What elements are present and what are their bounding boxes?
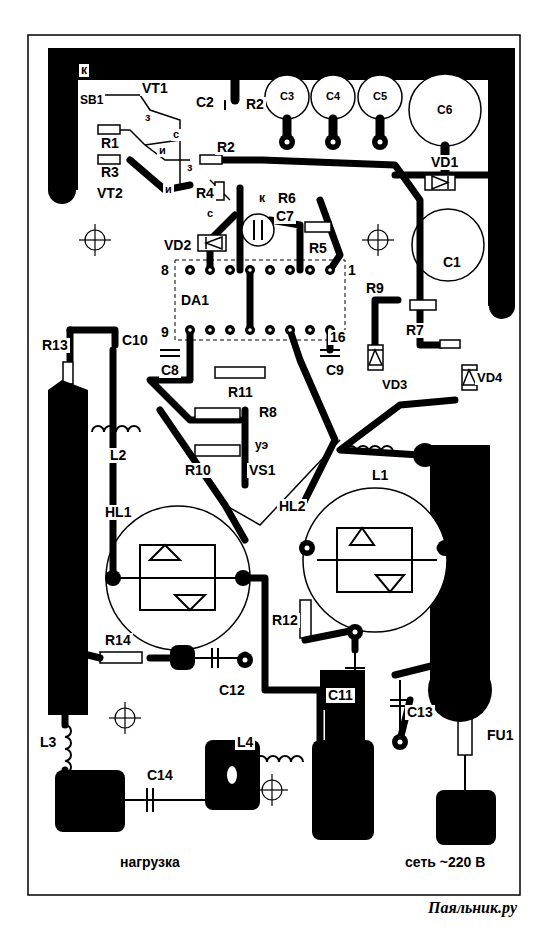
part-label: R11 xyxy=(226,385,255,400)
part-label: C13 xyxy=(405,705,435,720)
terminal-caption: нагрузка xyxy=(118,855,182,870)
part-label: 8 xyxy=(159,263,171,278)
part-label: VS1 xyxy=(247,463,277,478)
part-label: R3 xyxy=(99,165,121,180)
part-label: 16 xyxy=(328,330,348,345)
part-label: C6 xyxy=(435,104,454,117)
part-label: C11 xyxy=(326,688,355,703)
part-label: VT1 xyxy=(140,81,170,96)
part-label: 1 xyxy=(346,263,358,278)
part-label: VT2 xyxy=(95,186,125,201)
part-label: R10 xyxy=(183,463,213,478)
part-label: SB1 xyxy=(78,94,105,107)
part-label: C7 xyxy=(274,209,296,224)
part-label: C10 xyxy=(120,333,150,348)
part-label: з xyxy=(143,112,152,124)
part-label: R9 xyxy=(364,281,386,296)
part-label: с xyxy=(205,208,215,220)
part-label: R5 xyxy=(307,241,329,256)
part-label: R7 xyxy=(404,323,426,338)
part-label: R6 xyxy=(276,191,298,206)
part-label: и xyxy=(163,184,174,196)
terminal-caption: сеть ~220 В xyxy=(403,855,487,870)
part-label: C9 xyxy=(324,363,346,378)
part-label: FU1 xyxy=(485,728,515,743)
part-label: C5 xyxy=(371,91,389,103)
part-label: R14 xyxy=(103,633,133,648)
part-label: C4 xyxy=(324,91,342,103)
part-label: VD4 xyxy=(475,371,504,385)
part-label: VD2 xyxy=(162,238,193,253)
part-label: 9 xyxy=(159,325,171,340)
part-label: L1 xyxy=(370,468,390,483)
part-label: R13 xyxy=(40,338,70,353)
part-label: C3 xyxy=(278,91,296,103)
part-label: к xyxy=(257,192,267,205)
part-label: R12 xyxy=(270,613,300,628)
part-label: HL2 xyxy=(277,499,307,514)
part-label: R2 xyxy=(244,97,266,112)
part-label: R4 xyxy=(194,186,216,201)
part-label: C8 xyxy=(159,363,181,378)
part-label: VD3 xyxy=(380,378,409,392)
part-label: и xyxy=(157,145,168,157)
part-label: R2 xyxy=(215,140,237,155)
part-label: з xyxy=(185,162,194,174)
part-label: R8 xyxy=(257,405,279,420)
part-label: DA1 xyxy=(179,293,211,308)
part-label: к xyxy=(79,64,89,77)
watermark: Паяльник.ру xyxy=(426,900,519,917)
part-label: уэ xyxy=(253,439,270,452)
part-label: C1 xyxy=(441,255,463,270)
part-label: L3 xyxy=(38,735,58,750)
part-label: HL1 xyxy=(103,505,133,520)
part-label: R1 xyxy=(99,136,121,151)
part-label: C14 xyxy=(145,768,175,783)
part-label: VD1 xyxy=(429,155,460,170)
part-label: C12 xyxy=(217,683,247,698)
part-label: C2 xyxy=(194,95,216,110)
part-label: L4 xyxy=(235,735,255,750)
part-label: с xyxy=(171,129,181,141)
part-label: L2 xyxy=(108,448,128,463)
